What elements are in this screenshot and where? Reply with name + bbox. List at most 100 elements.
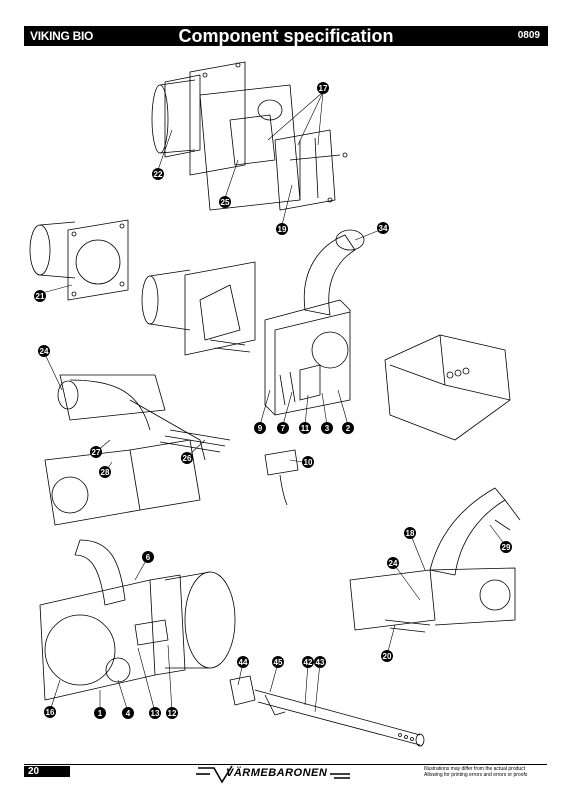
callout-badge — [299, 422, 311, 434]
burner-bracket-part — [141, 261, 256, 356]
document-code: 0809 — [517, 30, 540, 41]
callout-number: 25 — [221, 198, 230, 207]
footer-rule — [24, 764, 547, 765]
callout-badge — [276, 223, 288, 235]
callout-number: 24 — [40, 347, 49, 356]
callout-number: 6 — [146, 553, 151, 562]
footer-logo-text: VÄRMEBARONEN — [226, 767, 328, 779]
callout-badge — [90, 446, 102, 458]
callout-11: 11 — [299, 422, 311, 434]
callout-42: 42 — [302, 656, 314, 668]
callout-number: 45 — [274, 658, 283, 667]
callout-29: 29 — [500, 541, 512, 553]
callout-badge — [254, 422, 266, 434]
callout-number: 2 — [346, 424, 351, 433]
callout-markers: 17 22 25 19 34 21 9 7 11 3 2 24 26 27 28… — [34, 82, 512, 719]
callout-number: 20 — [383, 652, 392, 661]
callout-badge — [44, 706, 56, 718]
burner-bottom-assembly — [39, 539, 236, 701]
callout-2: 2 — [342, 422, 354, 434]
callout-number: 21 — [36, 292, 45, 301]
callout-number: 24 — [389, 559, 398, 568]
callout-17: 17 — [317, 82, 329, 94]
callout-number: 43 — [316, 658, 325, 667]
sensor-part — [264, 449, 299, 506]
callout-3: 3 — [321, 422, 333, 434]
callout-badge — [34, 290, 46, 302]
callout-badge — [152, 168, 164, 180]
callout-number: 13 — [151, 709, 160, 718]
callout-badge — [166, 707, 178, 719]
disclaimer-line-1: Illustrations may differ from the actual… — [424, 766, 526, 772]
callout-number: 28 — [101, 468, 110, 477]
callout-badge — [142, 551, 154, 563]
callout-number: 1 — [98, 709, 103, 718]
callout-badge — [149, 707, 161, 719]
callout-25: 25 — [219, 196, 231, 208]
callout-43: 43 — [314, 656, 326, 668]
callout-number: 7 — [281, 424, 286, 433]
footer-disclaimer: Illustrations may differ from the actual… — [424, 766, 554, 778]
callout-badge — [317, 82, 329, 94]
callout-10: 10 — [302, 456, 314, 468]
callout-26: 26 — [181, 452, 193, 464]
callout-18: 18 — [404, 527, 416, 539]
burner-assembly-exploded — [44, 374, 231, 526]
callout-number: 11 — [301, 424, 310, 433]
callout-16: 16 — [44, 706, 56, 718]
callout-34: 34 — [377, 222, 389, 234]
callout-badge — [377, 222, 389, 234]
callout-number: 42 — [304, 658, 313, 667]
callout-6: 6 — [142, 551, 154, 563]
callout-number: 18 — [406, 529, 415, 538]
callout-badge — [99, 466, 111, 478]
callout-badge — [94, 707, 106, 719]
callout-19: 19 — [276, 223, 288, 235]
callout-number: 19 — [278, 225, 287, 234]
callout-badge — [237, 656, 249, 668]
callout-number: 27 — [92, 448, 101, 457]
callout-45: 45 — [272, 656, 284, 668]
callout-number: 26 — [183, 454, 192, 463]
page-header: VIKING BIO Component specification 0809 — [24, 26, 548, 46]
callout-1: 1 — [94, 707, 106, 719]
page-title: Component specification — [178, 26, 394, 46]
callout-number: 10 — [304, 458, 313, 467]
callout-number: 22 — [154, 170, 163, 179]
callout-number: 4 — [126, 709, 131, 718]
callout-badge — [302, 456, 314, 468]
callout-24a: 24 — [38, 345, 50, 357]
callout-28: 28 — [99, 466, 111, 478]
callout-22: 22 — [152, 168, 164, 180]
callout-badge — [321, 422, 333, 434]
brand-logo: VIKING BIO — [30, 29, 93, 43]
callout-number: 3 — [325, 424, 330, 433]
callout-number: 12 — [168, 709, 177, 718]
callout-number: 16 — [46, 708, 55, 717]
page-number: 20 — [24, 766, 70, 777]
callout-badge — [314, 656, 326, 668]
side-view-assembly — [349, 487, 521, 633]
disclaimer-line-2: Allowing for printing errors and errors … — [424, 772, 528, 778]
callout-badge — [342, 422, 354, 434]
varmebaronen-logo-mark — [196, 765, 350, 784]
callout-44: 44 — [237, 656, 249, 668]
burner-cover — [384, 334, 511, 441]
callout-badge — [381, 650, 393, 662]
callout-badge — [181, 452, 193, 464]
callout-badge — [38, 345, 50, 357]
callout-20: 20 — [381, 650, 393, 662]
callout-badge — [500, 541, 512, 553]
callout-number: 44 — [239, 658, 248, 667]
brand-name: VIKING BIO — [30, 29, 94, 43]
callout-21: 21 — [34, 290, 46, 302]
leader-lines — [41, 91, 506, 713]
callout-9: 9 — [254, 422, 266, 434]
callout-number: 34 — [379, 224, 388, 233]
callout-24b: 24 — [387, 557, 399, 569]
burner-tube-assembly — [151, 61, 348, 211]
callout-13: 13 — [149, 707, 161, 719]
burner-body-unit — [264, 229, 365, 416]
callout-number: 29 — [502, 543, 511, 552]
